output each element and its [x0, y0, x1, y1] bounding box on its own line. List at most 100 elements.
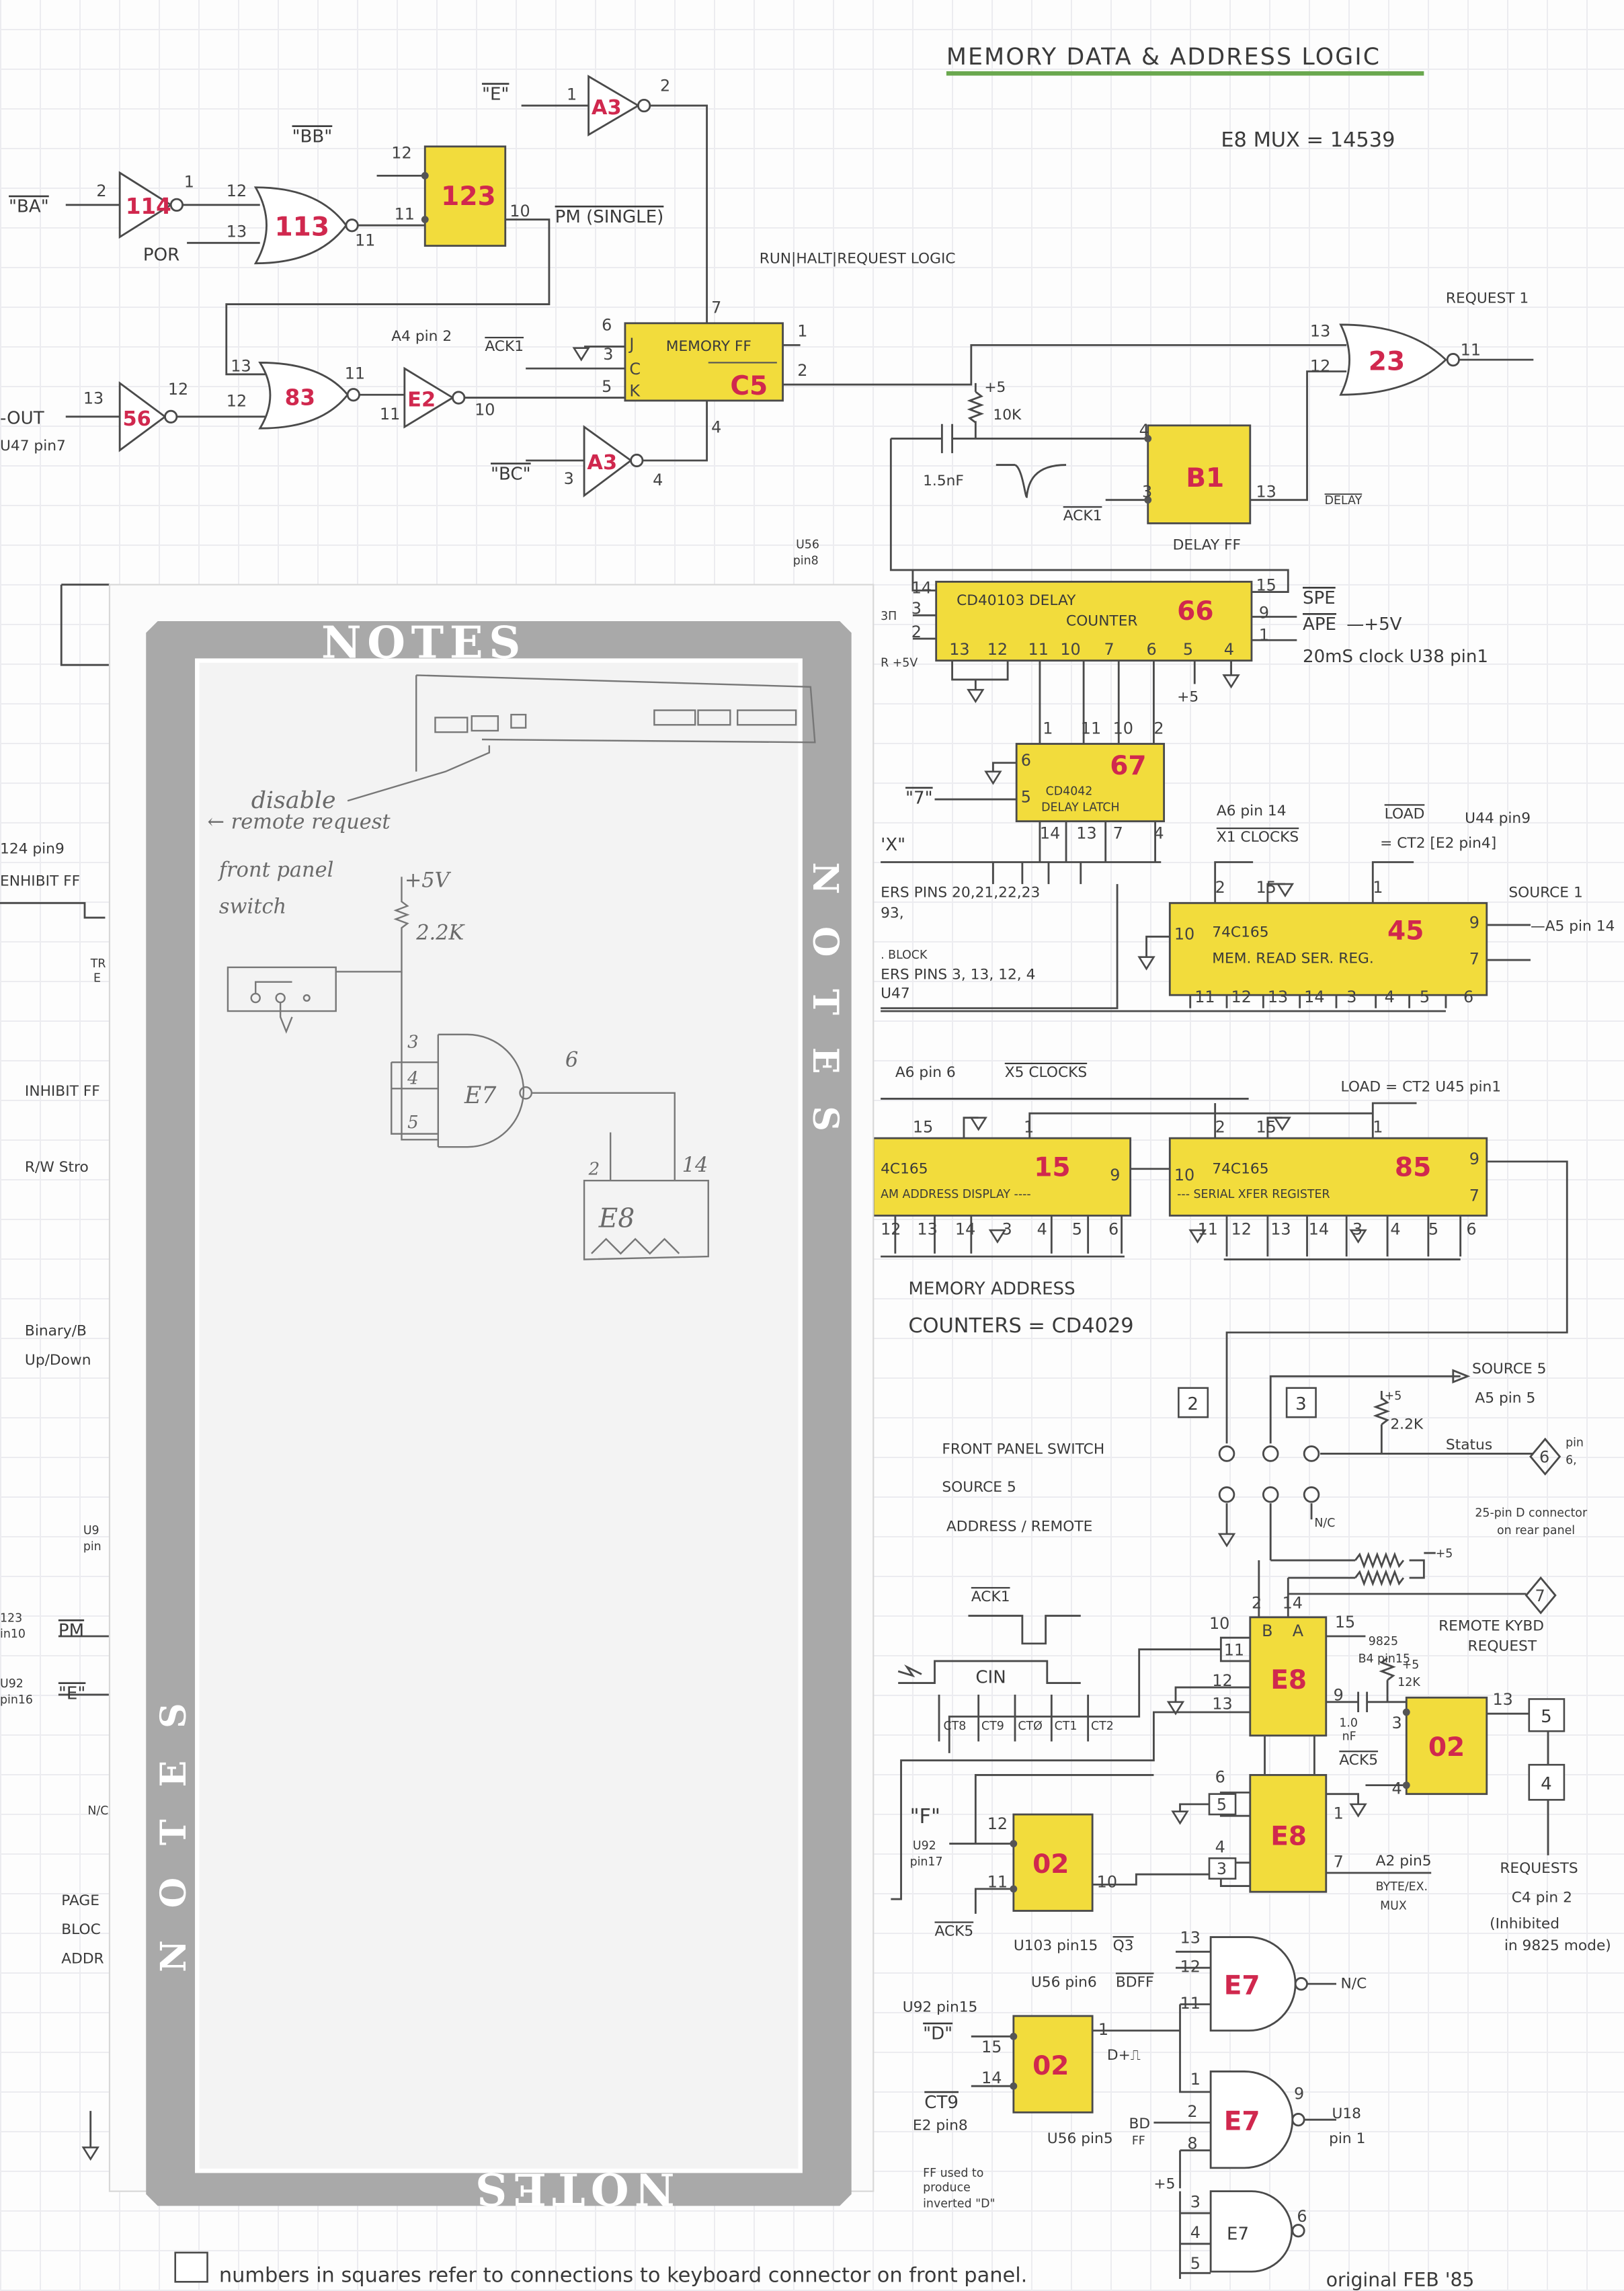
notes-header-right: NOTES: [805, 862, 846, 1164]
schematic-mark: [1015, 743, 1166, 823]
chips-a3-top-label: A3: [592, 96, 622, 120]
schematic-mark: [403, 366, 455, 429]
signals-u56-pin6-label: U56 pin6: [1031, 1974, 1097, 1991]
schematic-mark: [1350, 1803, 1367, 1817]
signals-ct8-label: CT8: [944, 1720, 967, 1733]
pins-u67-side-0-label: 6: [1021, 751, 1031, 770]
signals-plus5-label: +5: [1177, 689, 1199, 706]
signals-fps3-label: ADDRESS / REMOTE: [946, 1519, 1092, 1535]
signals-b9825-2-label: B4 pin15: [1358, 1652, 1410, 1666]
schematic-mark: [881, 995, 1447, 1012]
pins-g83-0-label: 13: [231, 356, 251, 375]
schematic-mark: [1153, 2118, 1336, 2189]
schematic-mark: [1147, 424, 1252, 524]
schematic-mark: [967, 688, 984, 702]
pins-c5-5-label: 2: [797, 361, 807, 380]
signals-r22k-label: 2.2K: [1390, 1416, 1424, 1433]
pins-u66-8-label: 11: [1028, 640, 1049, 659]
original-date: original FEB '85: [1326, 2269, 1475, 2291]
schematic-mark: [637, 98, 651, 113]
pins-u45-bot-3-label: 14: [1304, 988, 1324, 1006]
pins-e2-1-label: 10: [475, 401, 495, 419]
notes-overlay-p2-label: 2: [588, 1159, 600, 1179]
schematic-mark: [421, 171, 429, 179]
inverter-56: 56: [118, 381, 178, 452]
schematic-mark: [889, 438, 1289, 593]
pins-u85-bot-1-label: 12: [1231, 1220, 1252, 1239]
chips-u114-label: 114: [126, 194, 171, 219]
schematic-mark: [1218, 1486, 1235, 1503]
schematic-mark: [1225, 1503, 1313, 1561]
pins-u66-9-label: 10: [1060, 640, 1080, 659]
signals-f-q-label: "F": [910, 1805, 940, 1828]
pins-e7a-1-label: 12: [1180, 1958, 1201, 1976]
chips-u02c-label: 02: [1032, 2051, 1069, 2081]
signals-u92-pin17b-label: pin17: [910, 1855, 943, 1869]
pins-e7b-3-label: 9: [1294, 2085, 1304, 2103]
signals-a5-pin5-label: A5 pin 5: [1475, 1390, 1535, 1406]
signals-request1-label: REQUEST 1: [1446, 290, 1529, 307]
left-partial-u92b-label: pin16: [0, 1693, 33, 1707]
signals-remote-kybd2-label: REQUEST: [1468, 1638, 1537, 1655]
left-partial-addr-label: ADDR: [61, 1951, 104, 1968]
left-partial-updown-label: Up/Down: [25, 1352, 91, 1369]
schematic-mark: [452, 391, 466, 405]
signals-ack1-label: ACK1: [485, 338, 524, 355]
signals-a4-pin2-label: A4 pin 2: [391, 328, 452, 345]
chips-u45-label: 45: [1387, 916, 1424, 947]
left-partial-u124-label: 124 pin9: [0, 840, 65, 857]
pins-a3t-0-label: 1: [567, 85, 577, 104]
signals-c10nf1-label: 1.0: [1339, 1717, 1358, 1730]
chips-u85-name1-label: 74C165: [1212, 1160, 1268, 1177]
signals-u47-pin7-label: U47 pin7: [0, 438, 66, 454]
pins-u85-bot-5-label: 4: [1390, 1220, 1400, 1239]
front-panel-switch: [1218, 1445, 1320, 1503]
signals-ape-label: APE: [1303, 614, 1336, 635]
schematic-mark: [0, 901, 110, 2148]
schematic-mark: [891, 1686, 1250, 1900]
schematic-mark: [1218, 1533, 1235, 1547]
pins-g56-1-label: 12: [168, 380, 188, 399]
pins-b1-0-label: 4: [1139, 421, 1149, 440]
nand-e7-b: E7: [1209, 2071, 1305, 2169]
pins-u123-0-label: 12: [391, 143, 411, 162]
schematic-mark: [1172, 1810, 1188, 1824]
schematic-mark: [736, 709, 797, 726]
signals-c10nf2-label: nF: [1342, 1730, 1356, 1743]
signals-ct9-label: CT9: [981, 1720, 1004, 1733]
pins-g23-0-label: 13: [1310, 321, 1330, 340]
signals-ack5b-label: ACK5: [935, 1923, 974, 1939]
signals-load-ct2-u45-label: LOAD = CT2 U45 pin1: [1341, 1079, 1502, 1096]
notes-header-bottom: NOTES: [470, 2163, 675, 2214]
pins-a3t-1-label: 2: [660, 76, 670, 95]
pins-e7a-0-label: 13: [1180, 1928, 1201, 1947]
chips-a3-bot-label: A3: [587, 451, 617, 475]
pins-u85-side-1-label: 9: [1469, 1150, 1479, 1168]
pins-u66-6-label: 13: [949, 640, 969, 659]
signals-mux-label: MUX: [1380, 1899, 1407, 1913]
schematic-mark: [1209, 2190, 1293, 2273]
schematic-mark: [935, 580, 1253, 662]
signals-x5-clocks-label: X5 CLOCKS: [1005, 1064, 1087, 1081]
schematic-mark: [1270, 1552, 1436, 1579]
notes-overlay-p14-label: 14: [682, 1154, 708, 1177]
chips-e8b-label: E8: [1270, 1822, 1307, 1852]
chip-123: 123: [421, 145, 507, 247]
pins-g113-1-label: 13: [227, 223, 247, 241]
signals-bdff-label: BDFF: [1116, 1974, 1154, 1991]
square-boxes-2-label: 5: [1541, 1707, 1552, 1727]
schematic-mark: [938, 1694, 1090, 1742]
pins-u85-bot-6-label: 5: [1428, 1220, 1438, 1239]
left-partial-rw-label: R/W Stro: [25, 1159, 89, 1176]
pins-e2-0-label: 11: [380, 405, 400, 424]
signals-ers-pins1-label: ERS PINS 20,21,22,23: [881, 885, 1040, 901]
schematic-mark: [225, 218, 551, 376]
signals-clock20-label: 20mS clock U38 pin1: [1303, 647, 1488, 667]
schematic-mark: [1365, 1712, 1549, 1855]
pins-e7c-0-label: 3: [1190, 2193, 1201, 2212]
schematic-mark: [1225, 1160, 1568, 1444]
chips-u15-name2-label: AM ADDRESS DISPLAY ----: [881, 1188, 1031, 1201]
nor-gate-23: 23: [1339, 323, 1460, 396]
